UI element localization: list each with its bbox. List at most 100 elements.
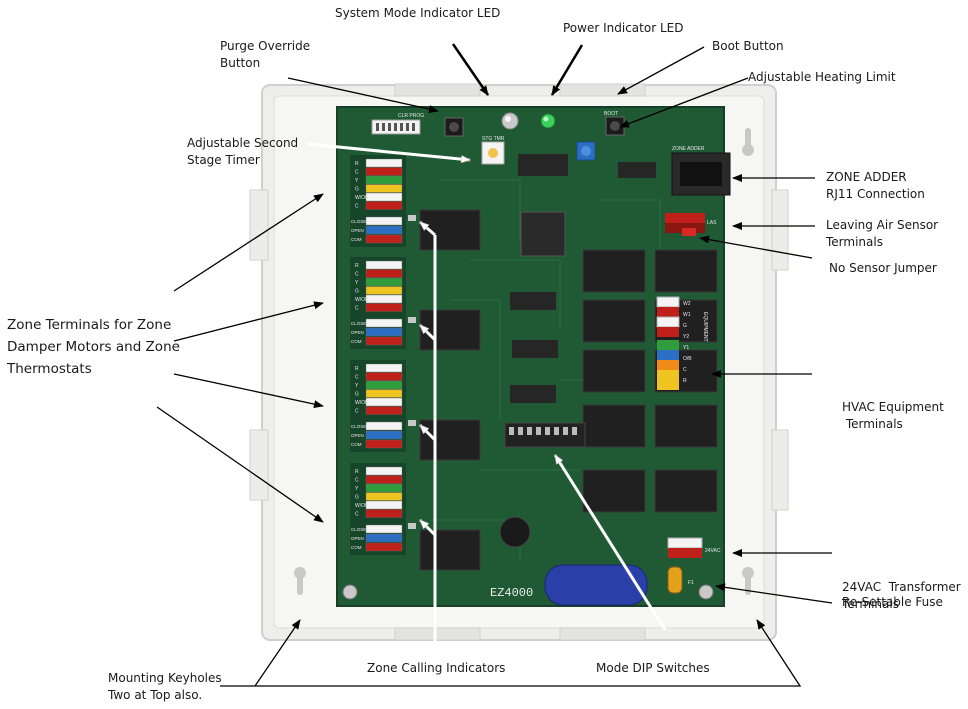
hvac-equipment-terminals[interactable]: [656, 296, 680, 390]
microcontroller-chip: [520, 211, 566, 257]
purge-override-button[interactable]: [444, 117, 464, 137]
damper-terminal[interactable]: [365, 327, 403, 337]
arrow-power-led: [550, 44, 584, 96]
thermostat-pin-label: Y: [355, 280, 359, 286]
thermostat-terminal[interactable]: [365, 294, 403, 304]
damper-terminal[interactable]: [365, 216, 403, 226]
board-24vac: 24VAC: [705, 548, 721, 554]
zone-calling-led: [408, 317, 416, 323]
equipment-pin-label: O/B: [683, 356, 692, 362]
zone-calling-led: [408, 420, 416, 426]
thermostat-pin-label: G: [355, 495, 359, 501]
thermostat-terminal[interactable]: [365, 509, 403, 518]
damper-terminal[interactable]: [365, 336, 403, 346]
thermostat-pin-label: C: [355, 478, 359, 484]
thermostat-pin-label: W/OB: [355, 400, 369, 406]
damper-pin-label: OPEN: [351, 536, 364, 541]
arrow-boot-button: [617, 46, 705, 95]
thermostat-pin-label: Y: [355, 178, 359, 184]
damper-terminal[interactable]: [365, 439, 403, 449]
equipment-pin-label: W1: [683, 312, 691, 318]
resettable-fuse: [667, 566, 683, 594]
second-stage-timer-potentiometer[interactable]: [481, 141, 505, 165]
thermostat-terminal[interactable]: [365, 192, 403, 202]
thermostat-pin-label: C: [355, 272, 359, 278]
damper-terminal[interactable]: [365, 430, 403, 440]
label-dip-switches: Mode DIP Switches: [596, 661, 710, 675]
thermostat-pin-label: C: [355, 204, 359, 210]
no-sensor-jumper[interactable]: [682, 228, 696, 236]
thermostat-pin-label: C: [355, 170, 359, 176]
thermostat-pin-label: C: [355, 375, 359, 381]
thermostat-terminal[interactable]: [365, 492, 403, 501]
thermostat-terminal[interactable]: [365, 389, 403, 398]
label-boot-button: Boot Button: [712, 39, 784, 53]
thermostat-pin-label: W/OB: [355, 297, 369, 303]
label-power-led: Power Indicator LED: [563, 21, 684, 35]
thermostat-terminal[interactable]: [365, 286, 403, 295]
system-mode-led: [501, 112, 519, 130]
thermostat-pin-label: Y: [355, 486, 359, 492]
equipment-pin-label: G: [683, 323, 687, 329]
thermostat-pin-label: W/OB: [355, 195, 369, 201]
thermostat-pin-label: G: [355, 392, 359, 398]
thermostat-terminal[interactable]: [365, 363, 403, 373]
damper-terminal[interactable]: [365, 533, 403, 543]
damper-terminal[interactable]: [365, 524, 403, 534]
thermostat-terminal[interactable]: [365, 406, 403, 415]
thermostat-terminal[interactable]: [365, 303, 403, 312]
thermostat-terminal[interactable]: [365, 158, 403, 168]
arrow-purge-override: [287, 77, 439, 113]
damper-terminal[interactable]: [365, 542, 403, 552]
board-las: LAS: [707, 220, 717, 226]
mode-dip-switches[interactable]: [504, 422, 586, 448]
damper-pin-label: OPEN: [351, 433, 364, 438]
damper-pin-label: COM: [351, 442, 362, 447]
label-heating-limit: Adjustable Heating Limit: [748, 70, 896, 84]
thermostat-terminal[interactable]: [365, 500, 403, 510]
equipment-pin-label: R: [683, 378, 687, 384]
damper-terminal[interactable]: [365, 225, 403, 235]
keyhole-top-right: [742, 128, 754, 156]
thermostat-terminal[interactable]: [365, 260, 403, 270]
thermostat-terminal[interactable]: [365, 475, 403, 484]
thermostat-terminal[interactable]: [365, 175, 403, 185]
thermostat-pin-label: G: [355, 289, 359, 295]
board-model-text: EZ4000: [490, 586, 533, 600]
thermostat-terminal[interactable]: [365, 466, 403, 476]
zone-adder-rj11-jack[interactable]: [671, 152, 731, 196]
damper-terminal[interactable]: [365, 318, 403, 328]
thermostat-terminal[interactable]: [365, 483, 403, 493]
transformer-terminals[interactable]: [667, 537, 703, 558]
board-boot: BOOT: [604, 111, 618, 117]
damper-terminal[interactable]: [365, 421, 403, 431]
thermostat-terminal[interactable]: [365, 201, 403, 210]
thermostat-terminal[interactable]: [365, 184, 403, 193]
thermostat-terminal[interactable]: [365, 397, 403, 407]
thermostat-pin-label: C: [355, 409, 359, 415]
heating-limit-potentiometer[interactable]: [576, 141, 596, 161]
blue-capacitor: [544, 564, 648, 606]
thermostat-terminal[interactable]: [365, 372, 403, 381]
board-fuse: F1: [688, 580, 694, 586]
arrow-system-mode-led: [451, 43, 490, 96]
equipment-pin-label: Y2: [683, 334, 689, 340]
arrow-fuse: [715, 583, 833, 604]
ic-chips: [510, 154, 656, 403]
thermostat-terminal[interactable]: [365, 167, 403, 176]
thermostat-terminal[interactable]: [365, 269, 403, 278]
equipment-pin-label: W2: [683, 301, 691, 307]
thermostat-terminal[interactable]: [365, 380, 403, 390]
zone-terminal-blocks[interactable]: CLOSEOPENCOMRCYGW/OBCCLOSEOPENCOMRCYGW/O…: [350, 155, 416, 555]
damper-terminal[interactable]: [365, 234, 403, 244]
thermostat-terminal[interactable]: [365, 277, 403, 287]
damper-pin-label: COM: [351, 545, 362, 550]
